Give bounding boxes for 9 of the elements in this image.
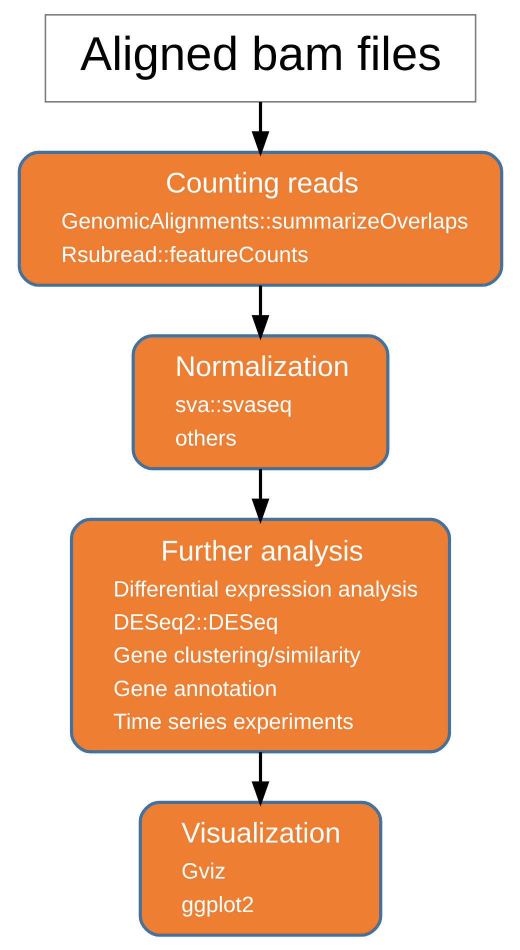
arrow bbox=[251, 752, 269, 807]
node-box: Further analysis Differential expression analysis DESeq2::DESeq Gene clustering/similarity Gene annotation Time series experiments bbox=[69, 518, 451, 754]
node-box: Normalization sva::svaseq others bbox=[131, 334, 389, 470]
arrow bbox=[251, 469, 269, 524]
node-box: Aligned bam files bbox=[44, 14, 476, 103]
node-box: Visualization Gviz ggplot2 bbox=[138, 800, 382, 937]
arrow bbox=[251, 102, 269, 157]
node-box: Counting reads GenomicAlignments::summarizeOverlaps Rsubread::featureCounts bbox=[17, 150, 503, 287]
arrow bbox=[251, 285, 269, 340]
